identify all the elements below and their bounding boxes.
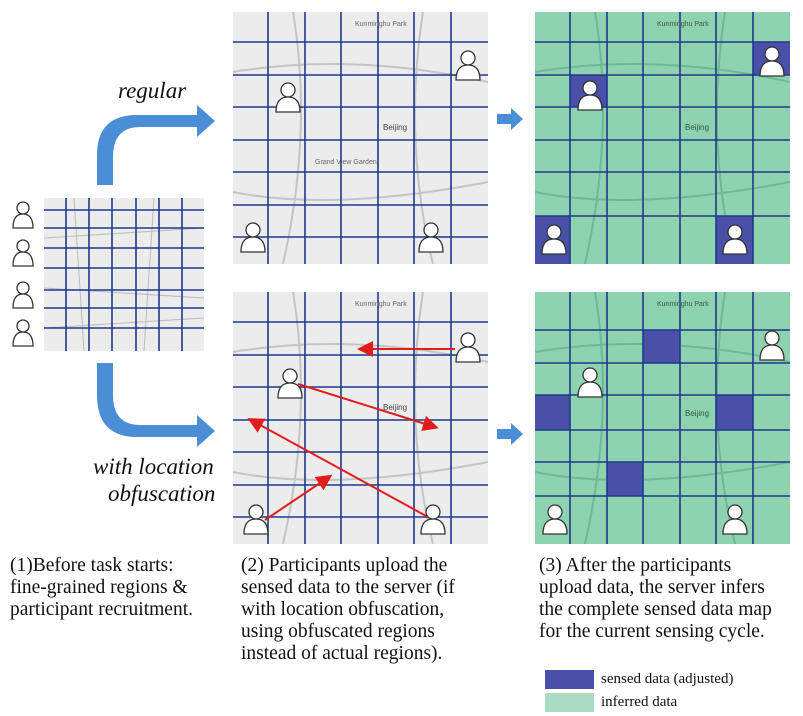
caption-step2-line2: sensed data to the server (if (241, 577, 455, 598)
caption-step1-line1: (1)Before task starts: (10, 555, 174, 576)
caption-step2-line3: with location obfuscation, (241, 599, 445, 620)
caption-step1-line3: participant recruitment. (10, 599, 194, 620)
arrow-right-icon-top (497, 108, 523, 130)
branch-arrows (97, 105, 215, 447)
legend-swatch-sensed (545, 670, 594, 689)
initial-grid-map (44, 198, 204, 351)
obfuscated-upload-map: Kunminghu Park Beijing (233, 292, 488, 544)
sensed-cell (535, 395, 570, 430)
map-text-beijing: Beijing (383, 123, 407, 132)
obfuscated-grid-svg: Kunminghu Park Beijing (233, 292, 488, 544)
label-obfuscation-1: with location (93, 454, 214, 479)
map-text-beijing-4: Beijing (685, 409, 709, 418)
label-regular: regular (118, 78, 187, 103)
caption-step3: (3) After the participants upload data, … (539, 555, 799, 643)
map-text-beijing-3: Beijing (685, 123, 709, 132)
caption-step3-line4: for the current sensing cycle. (539, 621, 765, 642)
legend-item-inferred: inferred data (545, 693, 733, 712)
caption-step3-line1: (3) After the participants (539, 555, 732, 576)
obfuscation-arrow-3 (247, 418, 429, 518)
legend: sensed data (adjusted) inferred data (545, 670, 733, 712)
map-text-park-4: Kunminghu Park (657, 301, 709, 308)
map-text-park: Kunminghu Park (355, 21, 407, 28)
caption-step3-line2: upload data, the server infers (539, 577, 765, 598)
inferred-map-obfuscated: Kunminghu Park Beijing (535, 292, 790, 544)
arrow-to-regular (97, 105, 215, 185)
map-text-park-2: Kunminghu Park (355, 301, 407, 308)
sensed-cell (643, 330, 680, 363)
inferred-map-regular: Kunminghu Park Beijing (535, 12, 790, 264)
map-text-garden: Grand View Garden (315, 159, 377, 166)
caption-step2-line4: using obfuscated regions (241, 621, 435, 642)
map-text-beijing-2: Beijing (383, 403, 407, 412)
regular-upload-map: Kunminghu Park Beijing Grand View Garden (233, 12, 488, 264)
inferred-grid-svg-regular: Kunminghu Park Beijing (535, 12, 790, 264)
label-obfuscation-2: obfuscation (108, 481, 216, 506)
legend-label-sensed: sensed data (adjusted) (601, 671, 734, 687)
caption-step2-line5: instead of actual regions). (241, 643, 443, 664)
caption-step3-line3: the complete sensed data map (539, 599, 772, 620)
sensed-cell (607, 462, 643, 496)
legend-item-sensed: sensed data (adjusted) (545, 670, 733, 689)
caption-step2-line1: (2) Participants upload the (241, 555, 448, 576)
inferred-grid-svg-obfuscated: Kunminghu Park Beijing (535, 292, 790, 544)
initial-grid-svg (44, 198, 204, 351)
caption-step2: (2) Participants upload the sensed data … (241, 555, 501, 665)
regular-grid-svg: Kunminghu Park Beijing Grand View Garden (233, 12, 488, 264)
arrow-right-icon-bottom (497, 423, 523, 445)
obfuscation-arrow-4 (264, 474, 333, 521)
map-text-park-3: Kunminghu Park (657, 21, 709, 28)
recruited-participants (12, 201, 34, 347)
arrow-to-obfuscation (97, 363, 215, 447)
legend-label-inferred: inferred data (601, 694, 678, 710)
obfuscation-arrow-2 (297, 383, 439, 432)
sensed-cell (716, 395, 753, 430)
legend-swatch-inferred (545, 693, 594, 712)
caption-step1: (1)Before task starts: fine-grained regi… (10, 555, 225, 621)
caption-step1-line2: fine-grained regions & (10, 577, 188, 598)
